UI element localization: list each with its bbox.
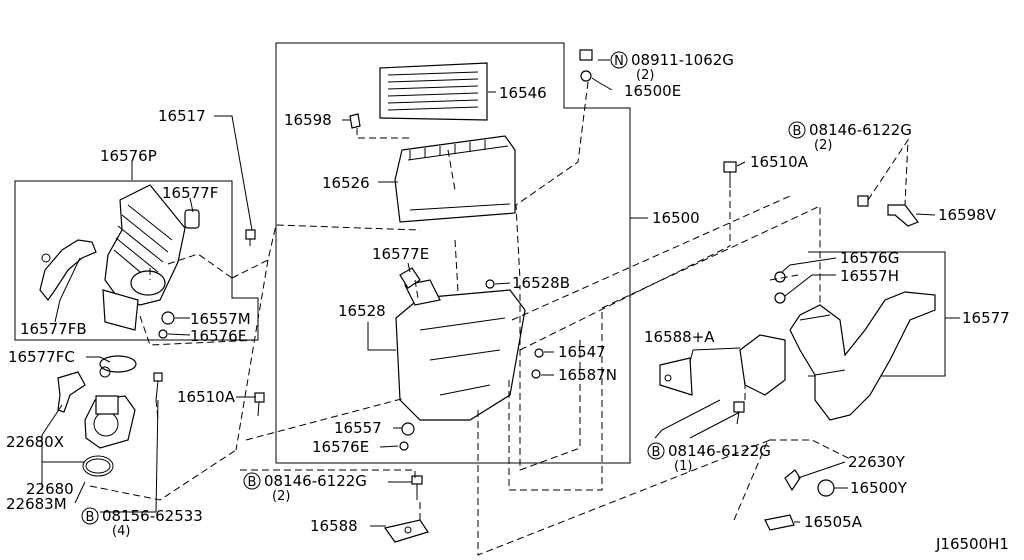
label-08146-mid: 08146-6122G [668, 442, 771, 460]
label-16576f: 16576F [190, 327, 246, 345]
label-16510a-left: 16510A [177, 388, 236, 406]
air-cleaner-assembly-frame [275, 42, 631, 464]
duct-16577-part [789, 291, 936, 421]
diagram-reference-code: J16500H1 [935, 535, 1009, 553]
label-16500: 16500 [652, 209, 700, 227]
intake-hose-part [39, 239, 97, 302]
svg-text:N: N [614, 54, 624, 69]
gasket-22683m-part [82, 455, 114, 477]
svg-text:B: B [86, 510, 95, 525]
label-16557h: 16557H [840, 267, 899, 285]
label-08146-top: 08146-6122G [809, 121, 912, 139]
label-16510a-right: 16510A [750, 153, 809, 171]
svg-text:B: B [652, 445, 661, 460]
label-16598: 16598 [284, 111, 332, 129]
label-16588: 16588 [310, 517, 358, 535]
label-16598v: 16598V [938, 206, 997, 224]
label-16576g: 16576G [840, 249, 899, 267]
label-08911: 08911-1062G [631, 51, 734, 69]
clamp-16577fc-part [99, 355, 137, 378]
n-marker-icon: N [610, 51, 628, 69]
sensor-22630y-part [784, 469, 801, 492]
cover-16526-part [394, 135, 516, 223]
clip-16598-part [349, 113, 361, 129]
nut-16557m-part [158, 311, 175, 339]
label-16500y: 16500Y [850, 479, 908, 497]
sensor-22680-part [57, 371, 86, 413]
label-16528b: 16528B [512, 274, 570, 292]
label-16557: 16557 [334, 419, 382, 437]
label-08146-top-qty: (2) [814, 138, 832, 153]
label-08156-qty: (4) [112, 524, 130, 539]
bracket-16588-part [383, 519, 429, 543]
label-16577fc: 16577FC [8, 348, 75, 366]
bolt-16510a-right-part [723, 161, 737, 188]
label-16577f: 16577F [162, 184, 218, 202]
label-16576p: 16576P [100, 147, 157, 165]
label-08146-bottom: 08146-6122G [264, 472, 367, 490]
label-16557m: 16557M [190, 310, 251, 328]
clip-16577f-part [184, 209, 200, 229]
nut-16547-part [531, 348, 544, 379]
svg-text:B: B [248, 475, 257, 490]
b-marker-icon: B [243, 472, 261, 490]
throttle-body-part [84, 395, 136, 449]
label-16528: 16528 [338, 302, 386, 320]
label-22680: 22680 [26, 480, 74, 498]
label-16546: 16546 [499, 84, 547, 102]
svg-text:B: B [793, 124, 802, 139]
label-16577e: 16577E [372, 245, 429, 263]
case-16528-part [395, 279, 526, 421]
label-22680x: 22680X [6, 433, 64, 451]
bolt-08156-part [153, 372, 163, 401]
label-08156: 08156-62533 [102, 507, 203, 525]
label-22683m: 22683M [6, 495, 67, 513]
duct-subassembly-frame [14, 180, 259, 341]
grommet-16500y-part [817, 479, 835, 497]
label-08146-mid-qty: (1) [674, 459, 692, 474]
label-16547: 16547 [558, 343, 606, 361]
filter-element-16546-part [379, 62, 488, 121]
label-16577: 16577 [962, 309, 1010, 327]
label-08911-qty: (2) [636, 68, 654, 83]
label-16526: 16526 [322, 174, 370, 192]
bolt-16528b-part [485, 279, 495, 289]
b-marker-icon: B [788, 121, 806, 139]
label-16577fb: 16577FB [20, 320, 87, 338]
label-16576e: 16576E [312, 438, 369, 456]
bracket-16598v-part [857, 195, 919, 227]
dashed-lines [89, 81, 909, 556]
label-16588a: 16588+A [644, 328, 715, 346]
label-08146-bottom-qty: (2) [272, 489, 290, 504]
duct-resonator-part [102, 184, 186, 331]
bolt-16510a-left-part [254, 392, 265, 417]
b-marker-icon: B [647, 442, 665, 460]
label-16505a: 16505A [804, 513, 863, 531]
b-marker-icon: B [81, 507, 99, 525]
bolt-16517-part [245, 229, 256, 246]
resonator-16588a-part [659, 334, 786, 396]
label-22630y: 22630Y [848, 453, 906, 471]
nut-16557-part [399, 422, 415, 451]
label-16587n: 16587N [558, 366, 617, 384]
bolt-16505a-part [764, 514, 795, 531]
leader-lines [41, 59, 960, 527]
label-16517: 16517 [158, 107, 206, 125]
nut-16576g-part [774, 271, 786, 304]
nut-08911-part [579, 49, 593, 82]
bolt-08146-bottom-part [411, 475, 423, 500]
label-16500e: 16500E [624, 82, 681, 100]
